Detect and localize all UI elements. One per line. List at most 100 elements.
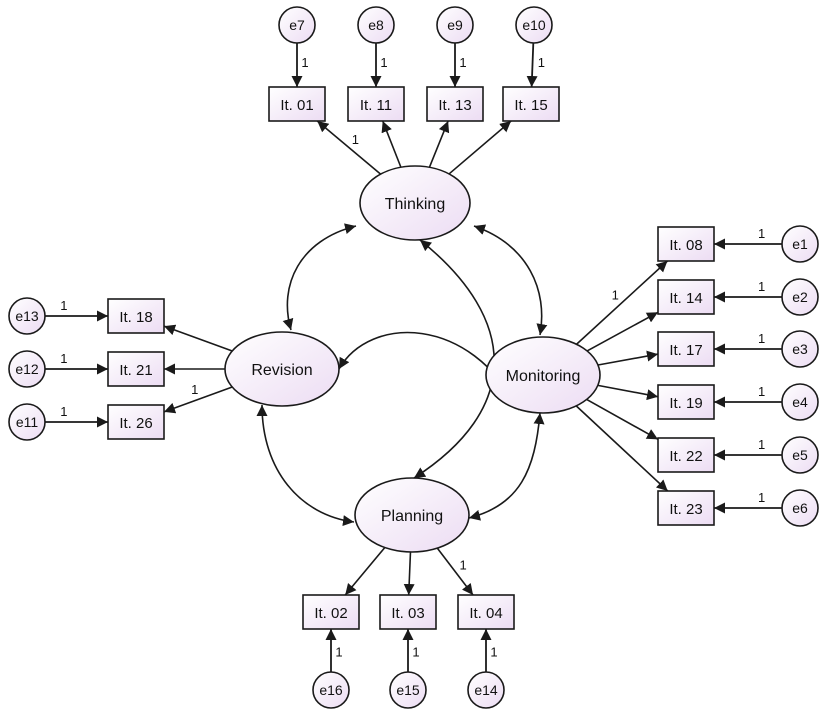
observed-item-it11[interactable]: It. 11 [347,86,405,122]
latent-factor-thinking[interactable]: Thinking [359,165,471,241]
error-weight-label: 1 [758,384,765,399]
loading-path-monitoring-it23 [575,405,669,492]
error-term-e2[interactable]: e2 [781,278,819,316]
observed-item-it23[interactable]: It. 23 [657,490,715,526]
item-box [268,86,326,122]
latent-factor-planning[interactable]: Planning [354,477,470,553]
loading-path-thinking-it13 [428,120,450,168]
loading-path-planning-it02 [344,547,386,596]
error-circle [467,671,505,709]
latent-factor-label: Thinking [385,196,445,213]
latent-ellipse [354,477,470,553]
error-term-label: e6 [792,500,808,516]
observed-item-it13[interactable]: It. 13 [426,86,484,122]
observed-item-it03[interactable]: It. 03 [379,594,437,630]
error-term-e15[interactable]: e15 [389,671,427,709]
observed-item-it04[interactable]: It. 04 [457,594,515,630]
item-label: It. 11 [360,97,392,114]
item-box [347,86,405,122]
observed-item-it22[interactable]: It. 22 [657,437,715,473]
error-weight-label: 1 [490,645,497,660]
latent-factor-revision[interactable]: Revision [224,331,340,407]
latent-ellipse [485,336,601,414]
item-box [502,86,560,122]
loading-path-monitoring-it14 [586,311,659,352]
item-box [107,298,165,334]
error-term-label: e14 [474,682,498,698]
error-term-e14[interactable]: e14 [467,671,505,709]
covariance-thinking-planning [413,239,495,479]
item-label: It. 21 [119,362,152,379]
loading-weight-label: 1 [459,558,466,573]
item-label: It. 13 [438,97,471,114]
error-weight-label: 1 [60,351,67,366]
latent-factor-monitoring[interactable]: Monitoring [485,336,601,414]
error-weight-label: 1 [758,226,765,241]
covariance-monitoring-planning [468,412,545,521]
error-weight-label: 1 [758,437,765,452]
error-term-e4[interactable]: e4 [781,383,819,421]
observed-item-it01[interactable]: It. 01 [268,86,326,122]
error-term-e11[interactable]: e11 [8,403,46,441]
observed-item-it26[interactable]: It. 26 [107,404,165,440]
observed-item-it19[interactable]: It. 19 [657,384,715,420]
observed-item-it18[interactable]: It. 18 [107,298,165,334]
error-path-e10-it15 [526,42,538,88]
error-term-e5[interactable]: e5 [781,436,819,474]
error-weight-label: 1 [380,55,387,70]
loading-path-monitoring-it19 [597,384,659,401]
error-circle [515,6,553,44]
error-circle [8,350,46,388]
error-term-e13[interactable]: e13 [8,297,46,335]
latent-factor-label: Revision [251,362,312,379]
loading-weight-label: 1 [612,287,619,302]
observed-item-it21[interactable]: It. 21 [107,351,165,387]
error-weight-label: 1 [412,645,419,660]
error-term-e16[interactable]: e16 [312,671,350,709]
observed-item-it14[interactable]: It. 14 [657,279,715,315]
error-term-e3[interactable]: e3 [781,330,819,368]
error-circle [781,278,819,316]
error-term-e10[interactable]: e10 [515,6,553,44]
error-term-e12[interactable]: e12 [8,350,46,388]
error-term-label: e11 [16,414,39,430]
error-term-e6[interactable]: e6 [781,489,819,527]
error-term-e8[interactable]: e8 [357,6,395,44]
loading-path-thinking-it11 [381,120,402,168]
loading-weight-label: 1 [191,382,198,397]
error-weight-label: 1 [335,645,342,660]
error-term-label: e1 [792,236,808,252]
covariance-thinking-monitoring [473,224,548,336]
item-box [657,331,715,367]
item-label: It. 08 [669,237,702,254]
error-term-e9[interactable]: e9 [436,6,474,44]
latent-factor-label: Monitoring [506,368,581,385]
item-label: It. 03 [391,605,424,622]
item-label: It. 02 [314,605,347,622]
error-weight-label: 1 [758,331,765,346]
item-box [657,279,715,315]
error-weight-label: 1 [60,404,67,419]
item-box [107,404,165,440]
loading-path-revision-it18 [163,324,233,352]
observed-item-it17[interactable]: It. 17 [657,331,715,367]
error-term-label: e10 [522,17,546,33]
latent-ellipse [359,165,471,241]
observed-item-it15[interactable]: It. 15 [502,86,560,122]
item-label: It. 01 [280,97,313,114]
item-box [426,86,484,122]
loading-path-monitoring-it17 [597,350,659,366]
error-term-e7[interactable]: e7 [278,6,316,44]
error-term-e1[interactable]: e1 [781,225,819,263]
error-term-label: e7 [289,17,305,33]
item-box [657,490,715,526]
loading-path-thinking-it01 [316,120,382,175]
observed-item-it08[interactable]: It. 08 [657,226,715,262]
item-box [657,226,715,262]
latent-factor-label: Planning [381,508,443,525]
error-term-label: e3 [792,341,808,357]
error-circle [312,671,350,709]
item-label: It. 19 [669,395,702,412]
observed-item-it02[interactable]: It. 02 [302,594,360,630]
